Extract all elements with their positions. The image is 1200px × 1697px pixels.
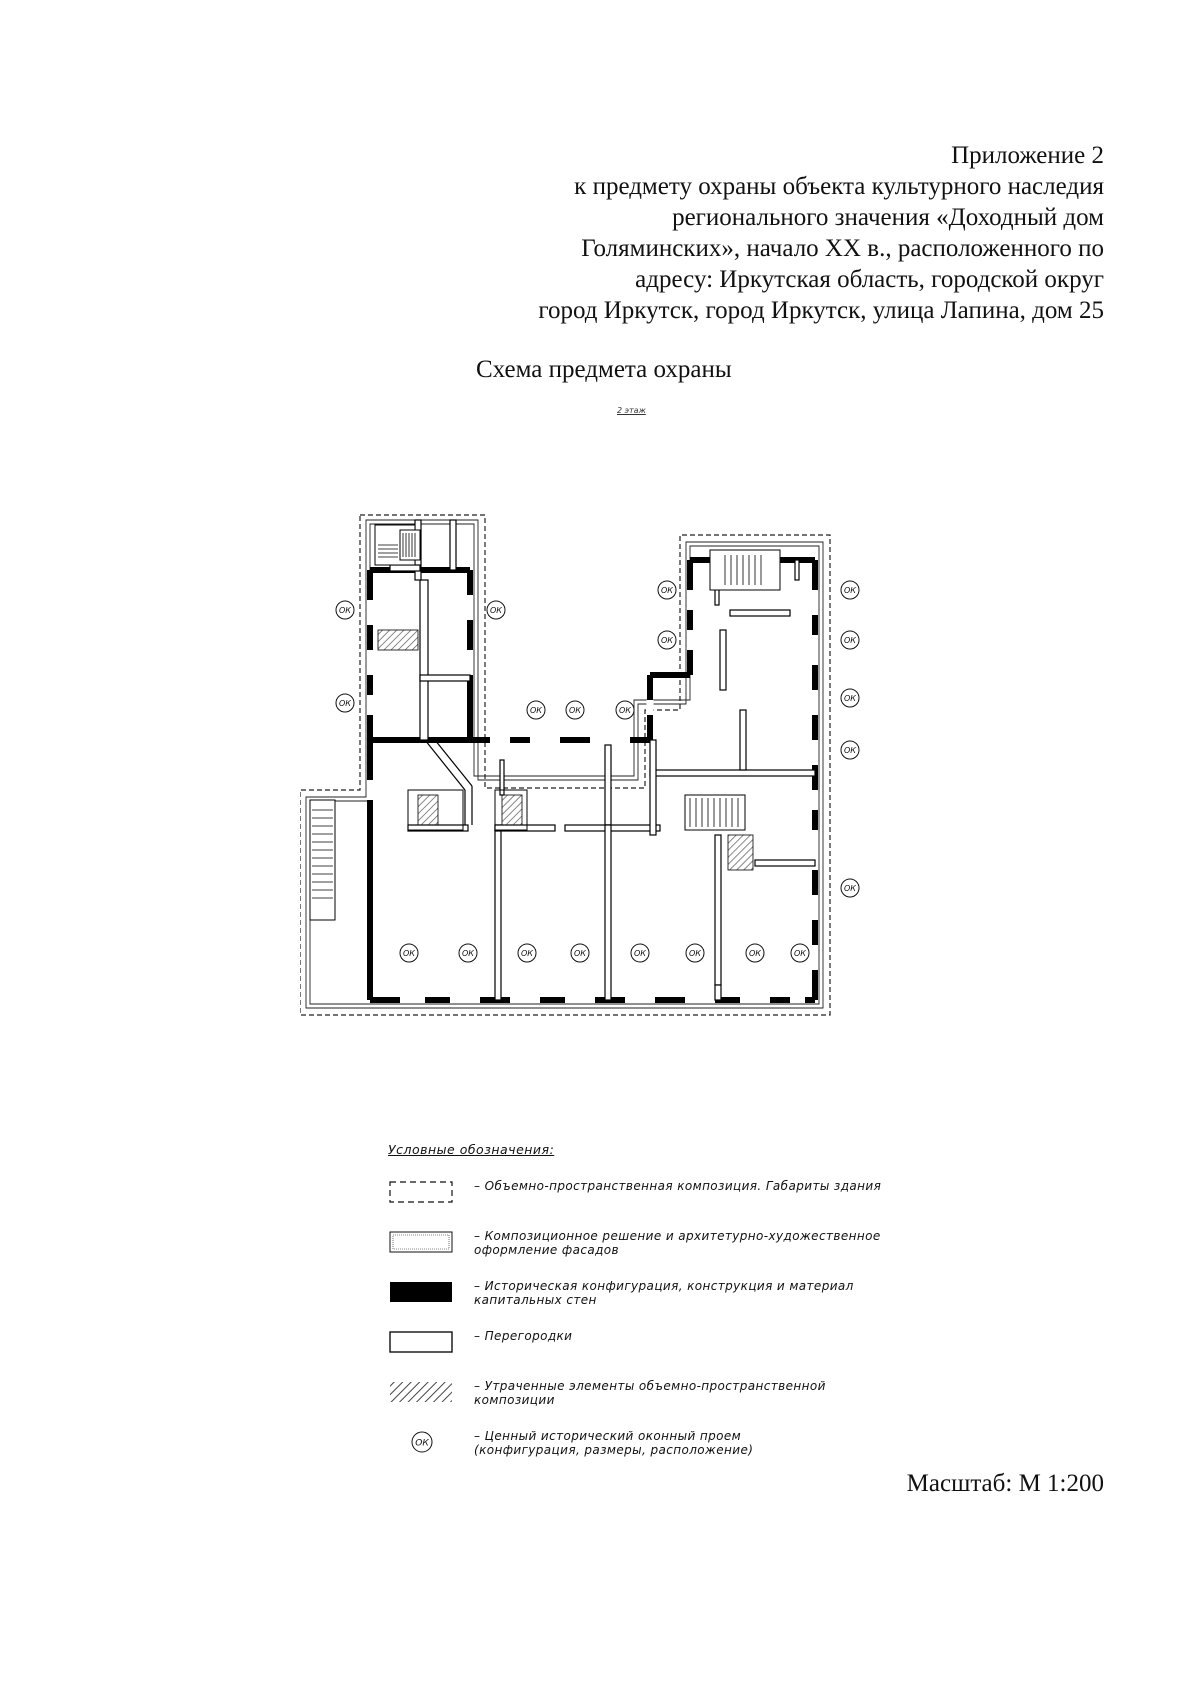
ok-circle-icon: ОК <box>615 700 635 720</box>
ok-circle-icon: ОК <box>685 943 705 963</box>
stair-landing <box>407 789 528 831</box>
ok-circle-icon: ОК <box>411 1431 433 1453</box>
ok-label: ОК <box>415 1439 429 1449</box>
ok-label: ОК <box>844 694 856 703</box>
legend-text: – Историческая конфигурация, конструкция… <box>474 1279 854 1307</box>
ok-label: ОК <box>339 606 351 615</box>
legend-text: – Утраченные элементы объемно-пространст… <box>474 1379 826 1407</box>
ok-label: ОК <box>403 949 415 958</box>
ok-label: ОК <box>844 586 856 595</box>
ok-circle-icon: ОК <box>399 943 419 963</box>
ok-circle-icon: ОК <box>840 740 860 760</box>
ok-circle-icon: ОК <box>486 600 506 620</box>
appendix-header: Приложение 2 к предмету охраны объекта к… <box>404 140 1104 326</box>
partitions <box>389 519 816 1001</box>
legend-text: – Перегородки <box>474 1329 573 1343</box>
ok-label: ОК <box>794 949 806 958</box>
ok-circle-icon: ОК <box>790 943 810 963</box>
legend-title: Условные обозначения: <box>388 1142 555 1157</box>
ok-circle-icon: ОК <box>630 943 650 963</box>
ok-circle-icon: ОК <box>840 878 860 898</box>
legend-item: – Историческая конфигурация, конструкция… <box>388 1277 948 1327</box>
dashed-outline-icon <box>389 1181 453 1203</box>
appendix-line: город Иркутск, город Иркутск, улица Лапи… <box>538 297 1104 324</box>
legend-item: – Объемно-пространственная композиция. Г… <box>388 1177 948 1227</box>
ok-label: ОК <box>619 706 631 715</box>
appendix-line: регионального значения «Доходный дом <box>672 204 1104 231</box>
legend: Условные обозначения: – Объемно-простран… <box>388 1142 948 1477</box>
legend-item: – Утраченные элементы объемно-пространст… <box>388 1377 948 1427</box>
legend-text: – Объемно-пространственная композиция. Г… <box>474 1179 882 1193</box>
ok-circle-icon: ОК <box>657 630 677 650</box>
ok-label: ОК <box>844 746 856 755</box>
ok-label: ОК <box>574 949 586 958</box>
ok-label: ОК <box>661 636 673 645</box>
double-line-icon <box>389 1231 453 1253</box>
stair-steps <box>312 533 762 899</box>
legend-item: ОК – Ценный исторический оконный проем (… <box>388 1427 948 1477</box>
ok-circle-icon: ОК <box>570 943 590 963</box>
solid-wall-icon <box>390 1282 452 1302</box>
ok-markers: ОК ОК ОК ОК ОК ОК ОК ОК ОК ОК ОК ОК ОК ОК ОК ОК ОК ОК ОК ОК… <box>335 580 860 963</box>
ok-circle-icon: ОК <box>840 580 860 600</box>
scale-label: Масштаб: М 1:200 <box>906 1470 1104 1497</box>
ok-circle-icon: ОК <box>517 943 537 963</box>
appendix-line: Приложение 2 <box>951 142 1104 169</box>
ok-label: ОК <box>569 706 581 715</box>
floor-label: 2 этаж <box>617 406 646 415</box>
floor-plan: ОК ОК ОК ОК ОК ОК ОК ОК ОК ОК ОК ОК ОК ОК ОК ОК ОК ОК ОК ОК… <box>300 514 860 1016</box>
ok-label: ОК <box>490 606 502 615</box>
appendix-line: адресу: Иркутская область, городской окр… <box>635 266 1104 293</box>
stairs-icon <box>309 524 781 921</box>
ok-circle-icon: ОК <box>840 688 860 708</box>
ok-label: ОК <box>634 949 646 958</box>
ok-circle-icon: ОК <box>335 693 355 713</box>
legend-text: – Ценный исторический оконный проем (кон… <box>474 1429 754 1457</box>
ok-label: ОК <box>339 699 351 708</box>
ok-circle-icon: ОК <box>458 943 478 963</box>
ok-label: ОК <box>689 949 701 958</box>
ok-label: ОК <box>462 949 474 958</box>
legend-item: – Перегородки <box>388 1327 948 1377</box>
ok-circle-icon: ОК <box>745 943 765 963</box>
ok-label: ОК <box>844 884 856 893</box>
appendix-line: Голяминских», начало XX в., расположенно… <box>581 235 1104 262</box>
diagonal-corridor <box>424 739 473 825</box>
hatch-icon <box>390 1382 452 1402</box>
ok-circle-icon: ОК <box>657 580 677 600</box>
ok-label: ОК <box>844 636 856 645</box>
ok-label: ОК <box>749 949 761 958</box>
ok-label: ОК <box>530 706 542 715</box>
ok-label: ОК <box>521 949 533 958</box>
facade-line <box>305 519 824 1009</box>
ok-circle-icon: ОК <box>526 700 546 720</box>
ok-circle-icon: ОК <box>335 600 355 620</box>
ok-circle-icon: ОК <box>565 700 585 720</box>
hatch-icon <box>377 629 754 871</box>
ok-circle-icon: ОК <box>840 630 860 650</box>
envelope-outline <box>300 514 831 1016</box>
appendix-line: к предмету охраны объекта культурного на… <box>574 173 1104 200</box>
legend-item: – Композиционное решение и архитетурно-х… <box>388 1227 948 1277</box>
scheme-title: Схема предмета охраны <box>476 356 732 383</box>
legend-text: – Композиционное решение и архитетурно-х… <box>474 1229 881 1257</box>
partition-icon <box>389 1331 453 1353</box>
ok-label: ОК <box>661 586 673 595</box>
